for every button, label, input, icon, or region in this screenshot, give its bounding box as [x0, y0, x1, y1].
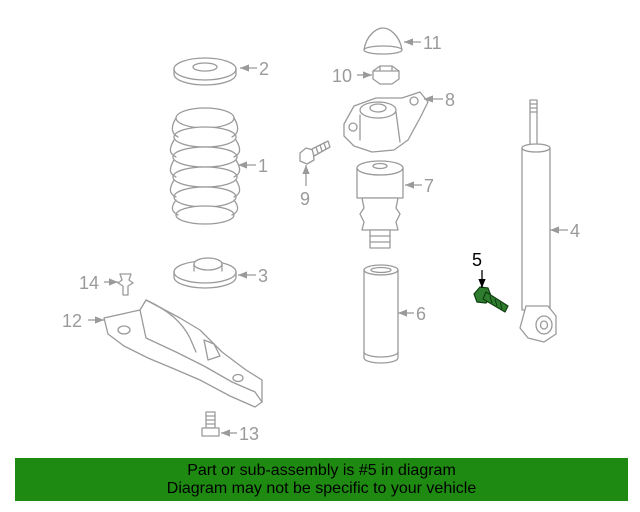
callout-12: 12: [62, 311, 82, 331]
part-12-bracket[interactable]: [103, 299, 263, 408]
callout-2: 2: [259, 59, 269, 79]
part-info-banner: Part or sub-assembly is #5 in diagram Di…: [15, 458, 628, 501]
callout-6: 6: [416, 304, 426, 324]
leader-lines: [88, 38, 568, 437]
part-13-bolt[interactable]: [201, 411, 220, 437]
callout-4: 4: [570, 221, 580, 241]
part-3-spring-seat-lower[interactable]: [173, 257, 237, 289]
part-8-strut-mount[interactable]: [343, 91, 429, 153]
callout-1: 1: [258, 156, 268, 176]
part-6-dust-boot[interactable]: [363, 264, 399, 364]
callout-7: 7: [424, 176, 434, 196]
callout-11: 11: [423, 33, 442, 53]
part-4-shock-absorber[interactable]: [519, 99, 557, 343]
part-9-mount-bolt[interactable]: [299, 140, 331, 165]
part-5-bolt-highlighted[interactable]: [473, 286, 509, 313]
exploded-parts-diagram: 2 1 3 4 5 6 7 8 9 10 11 12 13 14: [62, 27, 580, 444]
part-14-clip[interactable]: [117, 273, 134, 296]
part-2-spring-seat-upper[interactable]: [173, 57, 237, 86]
part-1-coil-spring[interactable]: [169, 107, 241, 225]
callout-14: 14: [79, 273, 99, 293]
part-7-bump-stop[interactable]: [356, 160, 404, 249]
banner-line-part-number: Part or sub-assembly is #5 in diagram: [187, 461, 456, 479]
part-10-nut[interactable]: [372, 65, 400, 85]
callout-5: 5: [472, 250, 482, 270]
banner-line-disclaimer: Diagram may not be specific to your vehi…: [166, 479, 477, 497]
callout-10: 10: [332, 66, 352, 86]
callout-13: 13: [239, 424, 259, 444]
callout-9: 9: [300, 189, 310, 209]
callout-3: 3: [258, 266, 268, 286]
callout-8: 8: [445, 90, 455, 110]
part-11-dust-cap[interactable]: [363, 27, 403, 55]
